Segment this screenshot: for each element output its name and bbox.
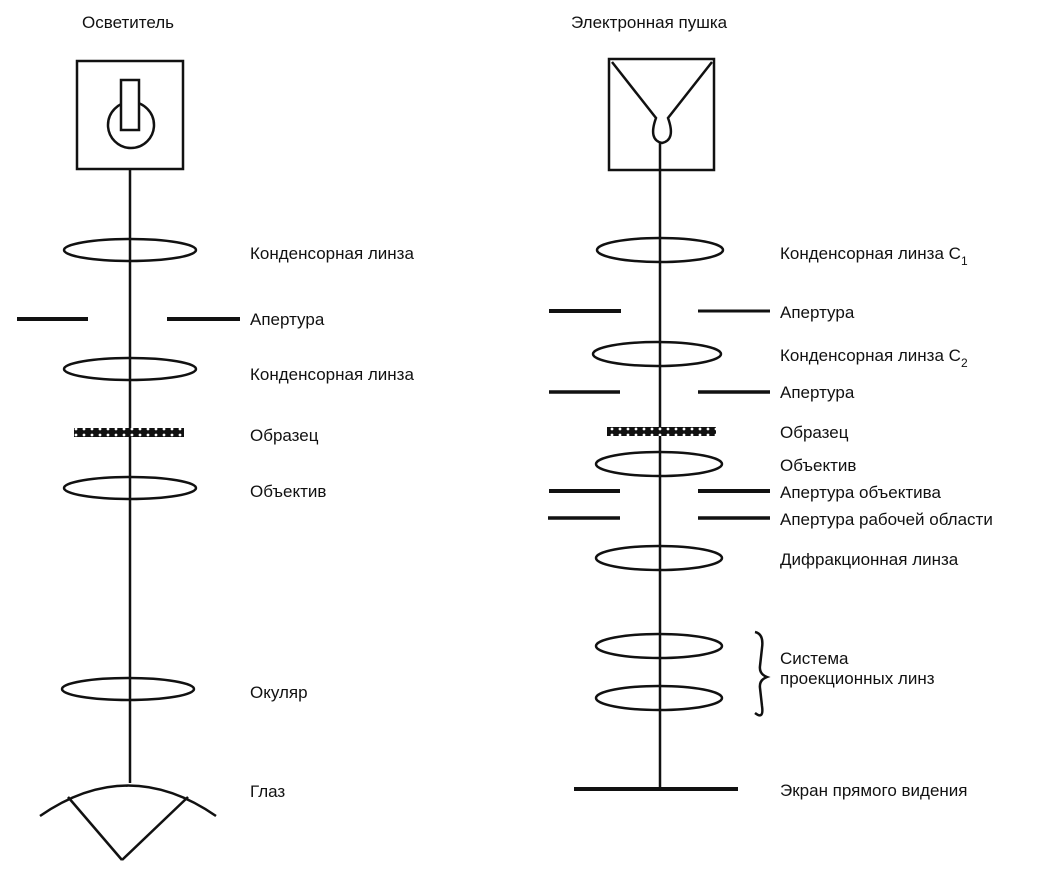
light-condenser-lens-1 — [62, 237, 198, 263]
light-aperture-label: Апертура — [250, 310, 325, 329]
light-objective-lens — [62, 475, 198, 501]
light-eye-label: Глаз — [250, 782, 285, 801]
eye-icon — [39, 784, 217, 861]
electron-condenser-c1-label: Конденсорная линза С — [780, 244, 961, 263]
electron-condenser-lens-c1 — [595, 236, 725, 264]
electron-specimen-label: Образец — [780, 423, 849, 442]
electron-projection-lens-1 — [594, 632, 724, 660]
light-specimen — [74, 428, 184, 437]
projection-system-brace — [754, 630, 771, 717]
electron-aperture-2-label: Апертура — [780, 383, 855, 402]
illuminator-lamp-icon — [75, 59, 185, 171]
light-condenser-lens-1-label: Конденсорная линза — [250, 244, 414, 263]
light-condenser-lens-2-label: Конденсорная линза — [250, 365, 414, 384]
electron-gun-title: Электронная пушка — [571, 13, 728, 32]
electron-microscope: Электронная пушка Конденсорная линза С1 … — [548, 13, 993, 800]
svg-text:Конденсорная линза С1: Конденсорная линза С1 — [780, 244, 968, 268]
electron-condenser-c2-subscript: 2 — [961, 356, 968, 370]
electron-screen-label: Экран прямого видения — [780, 781, 968, 800]
electron-objective-lens — [594, 450, 724, 478]
electron-aperture-1-label: Апертура — [780, 303, 855, 322]
electron-specimen — [607, 427, 716, 436]
svg-text:Конденсорная линза С2: Конденсорная линза С2 — [780, 346, 968, 370]
electron-objective-aperture-label: Апертура объектива — [780, 483, 941, 502]
light-objective-label: Объектив — [250, 482, 326, 501]
electron-projection-lens-2 — [594, 684, 724, 712]
illuminator-title: Осветитель — [82, 13, 174, 32]
projection-system-label-line2: проекционных линз — [780, 669, 935, 688]
electron-condenser-lens-c2 — [591, 340, 723, 368]
light-microscope: Осветитель Конденсорная линза Апертура К… — [17, 13, 414, 861]
electron-condenser-c1-subscript: 1 — [961, 254, 968, 268]
electron-gun-icon — [607, 57, 716, 172]
electron-objective-label: Объектив — [780, 456, 856, 475]
light-condenser-lens-2 — [62, 356, 198, 382]
electron-condenser-c2-label: Конденсорная линза С — [780, 346, 961, 365]
electron-area-aperture-label: Апертура рабочей области — [780, 510, 993, 529]
light-eyepiece-lens — [60, 676, 196, 702]
projection-system-label-line1: Система — [780, 649, 849, 668]
light-specimen-label: Образец — [250, 426, 319, 445]
electron-diffraction-lens — [594, 544, 724, 572]
electron-diffraction-lens-label: Дифракционная линза — [780, 550, 959, 569]
light-eyepiece-label: Окуляр — [250, 683, 308, 702]
